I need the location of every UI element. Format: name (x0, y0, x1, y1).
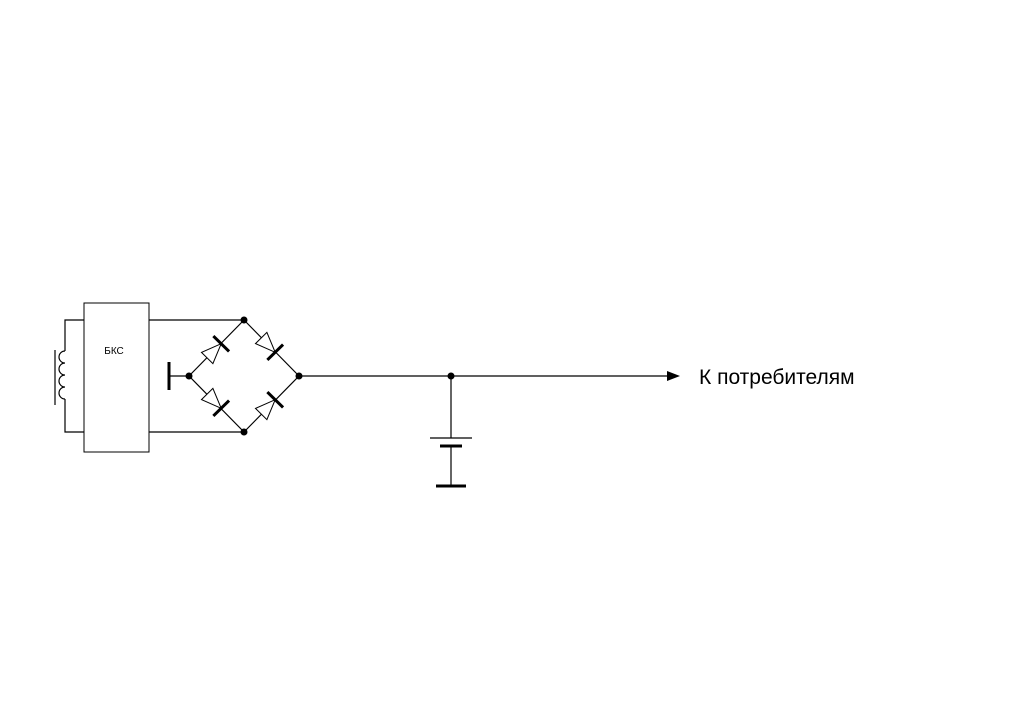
diode-left-bottom (200, 387, 231, 418)
bks-box (83, 302, 150, 453)
diode-left-top (200, 334, 231, 365)
coil-winding (58, 350, 66, 400)
output-arrow (667, 371, 680, 381)
diode-bottom-right (254, 390, 285, 421)
bks-block: БКС (83, 302, 150, 453)
node-bridge-top (240, 316, 248, 324)
generator-winding (54, 319, 84, 433)
battery (430, 376, 472, 488)
coil-lead-top (64, 319, 84, 351)
coil-lead-bottom (64, 399, 84, 433)
output-label: К потребителям (699, 366, 855, 389)
diode-top-right (254, 331, 285, 362)
ground-symbol-bridge (167, 362, 189, 390)
diode-bridge (185, 316, 303, 436)
node-bridge-bottom (240, 428, 248, 436)
bks-label: БКС (104, 346, 124, 357)
